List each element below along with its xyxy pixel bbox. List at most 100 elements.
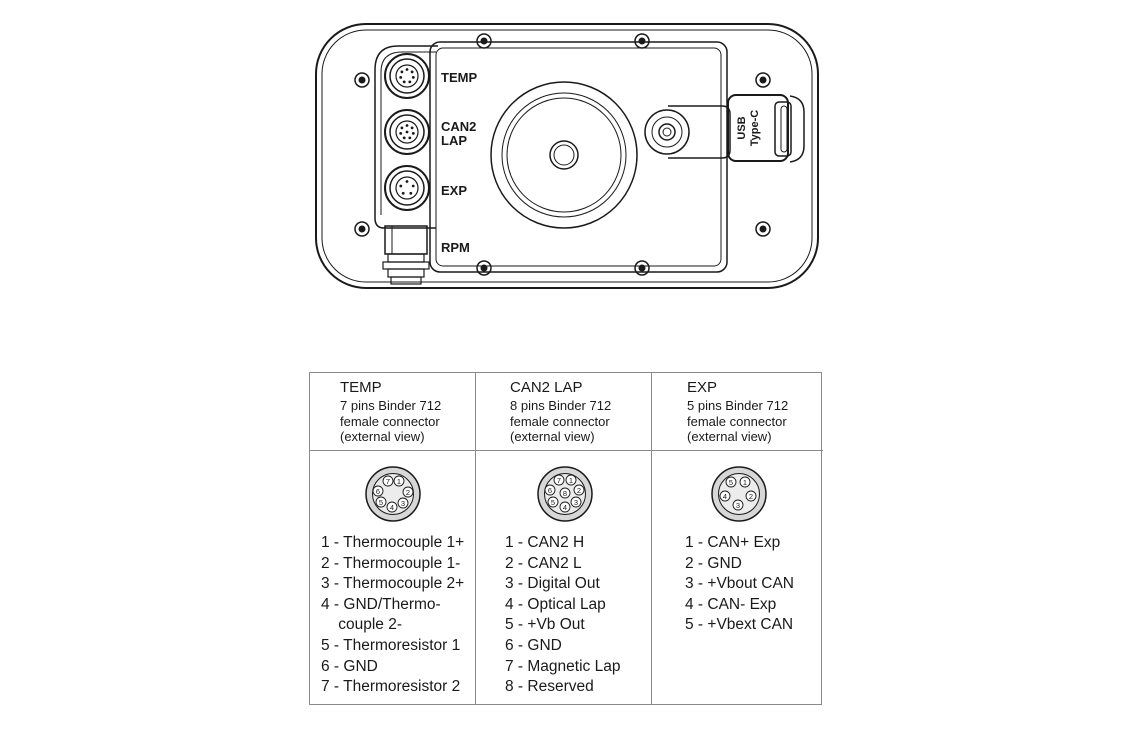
exp-title: EXP [687, 379, 718, 396]
svg-text:7: 7 [557, 476, 561, 485]
temp-title: TEMP [340, 379, 382, 396]
connector-pin: 1 [565, 474, 577, 486]
connector-pin: 5 [547, 496, 559, 508]
pin-entry: 7 - Magnetic Lap [505, 657, 621, 675]
connector-pin: 6 [372, 485, 384, 497]
screw [755, 221, 771, 237]
pin-entry: 1 - CAN+ Exp [685, 534, 781, 551]
connector-pin: 7 [382, 475, 394, 487]
exp-pin-list: 1 - CAN+ Exp 2 - GND 3 - +Vbout CAN 4 - … [685, 533, 794, 636]
exp-description: 5 pins Binder 712 female connector (exte… [687, 398, 789, 444]
label-lap: LAP [441, 133, 467, 148]
screw [634, 260, 650, 276]
svg-text:2: 2 [577, 486, 581, 495]
connector-pin: 3 [397, 497, 409, 509]
can2-lap-column: CAN2 LAP 8 pins Binder 712 female connec… [475, 373, 651, 704]
exp-header: EXP 5 pins Binder 712 female connector (… [652, 373, 823, 451]
svg-text:8: 8 [563, 489, 567, 498]
svg-text:3: 3 [401, 499, 405, 508]
housing-outline [315, 23, 819, 289]
svg-text:6: 6 [376, 487, 380, 496]
svg-text:1: 1 [569, 476, 573, 485]
rpm-gland [384, 225, 428, 255]
connector-pin: 1 [393, 475, 405, 487]
svg-text:6: 6 [548, 486, 552, 495]
can2-lap-connector-socket [384, 109, 430, 155]
pin-entry: 3 - Thermocouple 2+ [321, 575, 465, 593]
connector-pin: 7 [553, 474, 565, 486]
connector-pin: 3 [732, 499, 744, 511]
can2-lap-title: CAN2 LAP [510, 379, 583, 396]
svg-text:2: 2 [406, 488, 410, 497]
exp-column: EXP 5 pins Binder 712 female connector (… [651, 373, 823, 704]
temp-connector-socket [384, 53, 430, 99]
connector-pin: 4 [559, 501, 571, 513]
connector-pin: 4 [386, 501, 398, 513]
svg-text:5: 5 [379, 498, 383, 507]
svg-text:4: 4 [390, 503, 394, 512]
pin-entry: 5 - +Vb Out [505, 616, 585, 634]
svg-text:7: 7 [386, 477, 390, 486]
connector-pin: 4 [719, 490, 731, 502]
center-knob-outer [490, 81, 638, 229]
exp-connector-socket [384, 165, 430, 211]
svg-text:5: 5 [729, 478, 733, 487]
connector-pin: 6 [544, 484, 556, 496]
temp-column: TEMP 7 pins Binder 712 female connector … [310, 373, 475, 704]
pin-entry: 4 - CAN- Exp [685, 595, 777, 613]
connector-pin: 5 [725, 476, 737, 488]
usb-port [727, 94, 789, 162]
svg-text:1: 1 [397, 477, 401, 486]
pin-entry: 7 - Thermoresistor 2 [321, 678, 461, 696]
connector-pin: 5 [375, 496, 387, 508]
pin-entry: 1 - CAN2 H [505, 534, 585, 551]
pin-entry: 4 - Optical Lap [505, 595, 606, 613]
svg-text:3: 3 [574, 498, 578, 507]
connector-frame [374, 45, 438, 229]
svg-text:3: 3 [736, 501, 740, 510]
connector-pin: 2 [573, 484, 585, 496]
can2-lap-pin-list: 1 - CAN2 H 2 - CAN2 L 3 - Digital Out 4 … [505, 533, 620, 698]
svg-text:4: 4 [723, 492, 727, 501]
pin-entry: 2 - Thermocouple 1- [321, 554, 461, 572]
screw [476, 260, 492, 276]
pinout-table: TEMP 7 pins Binder 712 female connector … [309, 372, 823, 705]
screw [476, 33, 492, 49]
connector-pin: 2 [402, 486, 414, 498]
temp-pin-list: 1 - Thermocouple 1+ 2 - Thermocouple 1- … [321, 533, 464, 698]
can2-lap-header: CAN2 LAP 8 pins Binder 712 female connec… [476, 373, 651, 451]
screw [354, 72, 370, 88]
pin-entry: 8 - Reserved [505, 678, 594, 696]
label-temp: TEMP [441, 70, 477, 85]
svg-text:5: 5 [551, 498, 555, 507]
temp-header: TEMP 7 pins Binder 712 female connector … [310, 373, 475, 451]
housing-inner-outline [321, 29, 813, 283]
can2-lap-connector-diagram: 12 345 678 [537, 466, 593, 522]
pin-entry: 3 - +Vbout CAN [685, 575, 794, 593]
temp-description: 7 pins Binder 712 female connector (exte… [340, 398, 442, 444]
svg-text:1: 1 [743, 478, 747, 487]
device-rear-view: TEMP CAN2 LAP EXP RPM USB Type-C [315, 23, 819, 289]
pin-entry: couple 2- [321, 616, 402, 634]
pin-entry: 2 - CAN2 L [505, 554, 582, 572]
connector-pin: 1 [739, 476, 751, 488]
pin-entry: 5 - +Vbext CAN [685, 616, 794, 634]
pin-entry: 3 - Digital Out [505, 575, 600, 593]
svg-text:4: 4 [563, 503, 567, 512]
pin-entry: 6 - GND [321, 657, 378, 675]
screw [354, 221, 370, 237]
connector-pin: 3 [570, 496, 582, 508]
screw [634, 33, 650, 49]
label-usb: USB [736, 116, 748, 139]
svg-text:2: 2 [749, 492, 753, 501]
pin-entry: 1 - Thermocouple 1+ [321, 534, 465, 551]
pin-entry: 6 - GND [505, 636, 562, 654]
screws [354, 33, 771, 276]
pin-entry: 4 - GND/Thermo- [321, 595, 441, 613]
label-exp: EXP [441, 183, 467, 198]
label-can2: CAN2 [441, 119, 476, 134]
pin-entry: 5 - Thermoresistor 1 [321, 636, 461, 654]
label-type-c: Type-C [749, 110, 761, 147]
